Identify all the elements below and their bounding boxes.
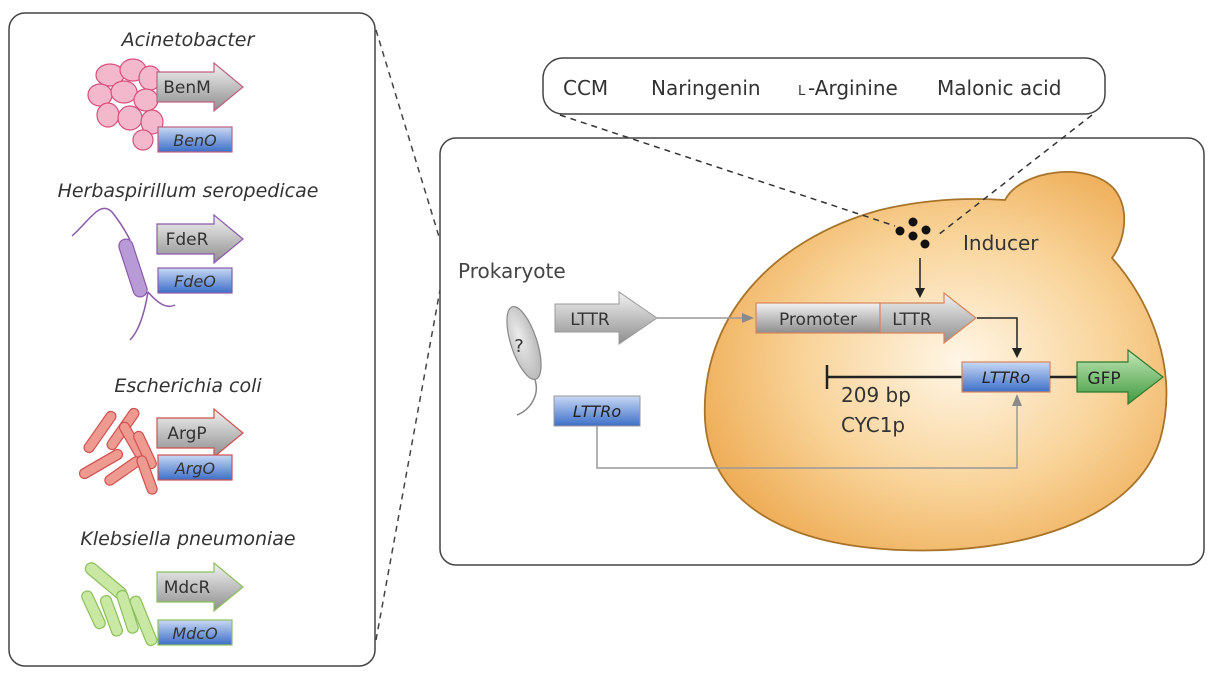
compound-l-prefix: L [798, 84, 806, 99]
gfp-reporter-arrow: GFP [1076, 348, 1164, 406]
mdcr-gene-arrow: MdcR [156, 561, 244, 613]
fder-gene-arrow: FdeR [156, 213, 244, 265]
yeast-cell-icon [703, 170, 1168, 552]
argp-gene-arrow: ArgP [156, 407, 244, 459]
mdco-operator-box: MdcO [157, 619, 233, 646]
prokaryote-lttr-gene-arrow: LTTR [554, 291, 658, 345]
regulator-label: MdcR [164, 578, 211, 598]
compound-ccm: CCM [563, 76, 608, 100]
yeast-lttr-label: LTTR [892, 310, 932, 330]
acinetobacter-cells-icon [87, 58, 164, 151]
operator-label: ArgO [174, 459, 215, 478]
beno-operator-box: BenO [157, 126, 233, 153]
klebsiella-cells-icon [81, 562, 158, 647]
compound-naringenin: Naringenin [651, 76, 761, 100]
zoom-connector-bottom [375, 289, 441, 641]
organism-panel [8, 12, 376, 667]
lttro-transfer-arrow [596, 394, 1022, 469]
gfp-label: GFP [1087, 369, 1120, 389]
zoom-connector-top [375, 29, 441, 241]
inducer-dashed-left [559, 114, 896, 227]
operator-label: FdeO [174, 272, 216, 291]
organism-herbaspirillum: Herbaspirillum seropedicae FdeR FdeO [58, 180, 319, 341]
regulator-label: FdeR [166, 230, 209, 250]
organism-name: Klebsiella pneumoniae [80, 528, 295, 550]
prokaryote-cell-icon: ? [506, 306, 542, 416]
organism-escherichia-coli: Escherichia coli ArgP ArgO [78, 375, 262, 495]
inducer-label: Inducer [963, 231, 1039, 255]
herbaspirillum-cell-icon [71, 207, 176, 341]
inducer-molecules-icon [895, 217, 931, 249]
organism-name: Herbaspirillum seropedicae [58, 180, 319, 202]
yeast-promoter-lttr-construct: Promoter LTTR [755, 291, 977, 345]
fdeo-operator-box: FdeO [157, 267, 233, 294]
organism-name: Acinetobacter [120, 29, 256, 51]
benm-gene-arrow: BenM [156, 61, 244, 113]
prokaryote-label: Prokaryote [458, 259, 566, 283]
yeast-lttro-label: LTTRo [982, 368, 1030, 387]
cyc1p-label: CYC1p [841, 413, 905, 437]
yeast-lttr-arrow [879, 291, 977, 345]
operator-label: MdcO [172, 624, 217, 643]
prokaryote-lttro-box: LTTRo [553, 395, 641, 427]
bp-label: 209 bp [841, 383, 911, 407]
organism-name: Escherichia coli [114, 375, 262, 397]
lttr-to-operator-arrow [977, 317, 1022, 358]
argo-operator-box: ArgO [157, 454, 233, 481]
operator-label: BenO [173, 131, 217, 150]
regulator-label: ArgP [167, 424, 206, 444]
organism-klebsiella: Klebsiella pneumoniae MdcR MdcO [80, 528, 296, 647]
unknown-mark: ? [514, 336, 524, 357]
yeast-lttro-box: LTTRo [961, 361, 1051, 393]
compound-arginine: -Arginine [808, 76, 898, 100]
promoter-label: Promoter [779, 310, 857, 330]
regulator-label: BenM [163, 78, 211, 98]
lttr-label: LTTR [570, 310, 610, 330]
lttro-label: LTTRo [573, 402, 621, 421]
ecoli-cells-icon [78, 407, 158, 495]
inducer-compounds-box: CCM Naringenin L -Arginine Malonic acid [542, 57, 1106, 115]
compound-malonic-acid: Malonic acid [937, 76, 1061, 100]
organism-acinetobacter: Acinetobacter BenM BenO [87, 29, 256, 153]
